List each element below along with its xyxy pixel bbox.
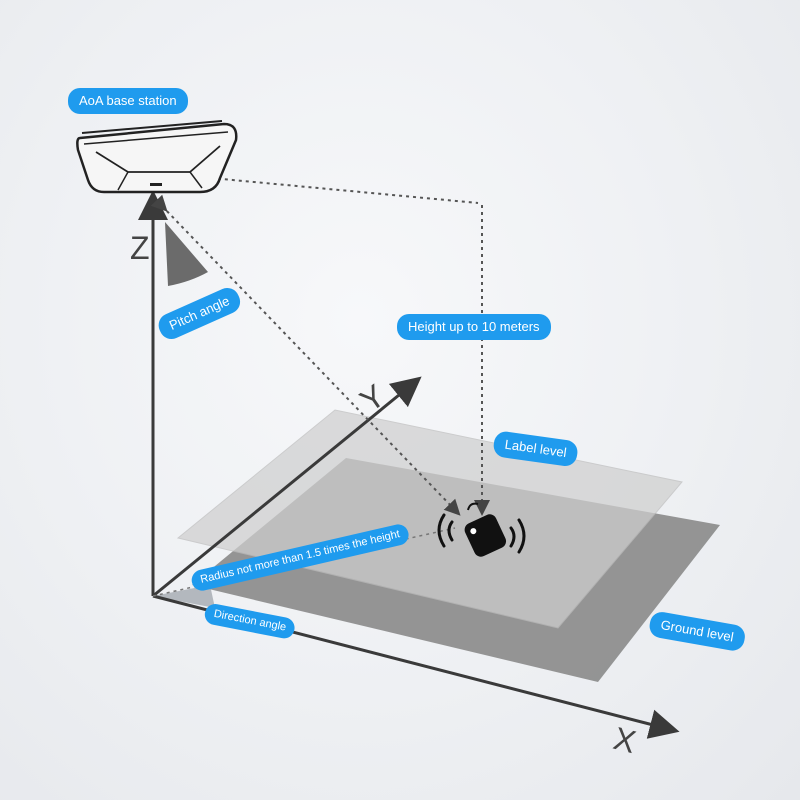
signal-waves-icon [437, 513, 526, 554]
direction-angle-sector [153, 585, 215, 608]
base-station-device [76, 120, 238, 194]
base-station-label: AoA base station [68, 88, 188, 114]
height-label: Height up to 10 meters [397, 314, 551, 340]
line-of-sight-dotted [150, 194, 461, 516]
height-dotted-horizontal [189, 175, 479, 204]
z-axis-label: Z [130, 230, 150, 266]
tag-icon [464, 502, 507, 557]
